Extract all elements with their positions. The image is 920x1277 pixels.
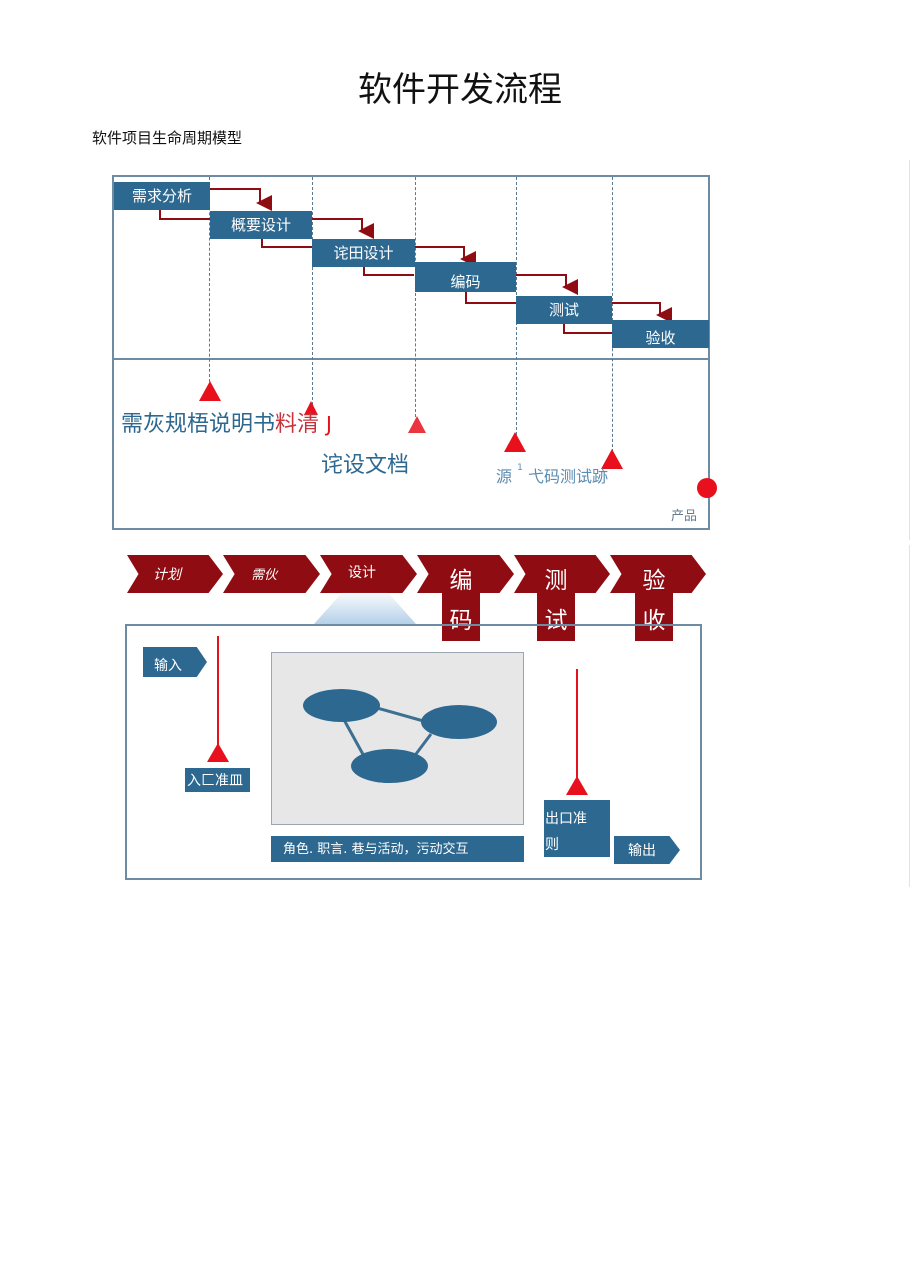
- phase-detailed-design: 诧田设计: [312, 239, 415, 267]
- deliverable-text: J: [326, 412, 332, 436]
- input-arrow: 输入: [143, 647, 207, 677]
- chevron-design: 设计: [320, 555, 417, 593]
- phase-requirements: 需求分析: [114, 182, 210, 210]
- chevron-label: 需伙: [251, 568, 278, 583]
- phase-detail-diagram: [125, 624, 702, 880]
- activity-node: [351, 749, 428, 783]
- exit-line: [576, 669, 578, 785]
- stacked-char: 测: [544, 568, 568, 594]
- phase-boundary-line: [612, 177, 613, 452]
- phase-boundary-line: [209, 177, 210, 382]
- phase-acceptance: 验收: [612, 320, 709, 348]
- deliverable-requirements-spec: 需灰规梧说明书料清 J: [121, 406, 332, 438]
- stacked-char: 编: [449, 568, 473, 594]
- deliverable-text: 源: [496, 467, 513, 486]
- exit-criteria-box: 出口准 则: [544, 800, 610, 857]
- milestone-triangle: [601, 449, 623, 469]
- entry-line: [217, 636, 219, 754]
- product-dot: [697, 478, 717, 498]
- milestone-triangle: [408, 416, 426, 433]
- deliverable-text: 料清: [275, 412, 320, 437]
- chevron-plan: 计划: [127, 555, 223, 593]
- activity-node: [421, 705, 497, 739]
- activity-node: [303, 689, 380, 722]
- milestone-triangle: [304, 401, 318, 415]
- phase-testing: 测试: [516, 296, 612, 324]
- phase-coding: 编码: [415, 262, 516, 292]
- stacked-label-acceptance: 验 收: [635, 561, 673, 641]
- stacked-char: 码: [449, 608, 473, 634]
- exit-triangle: [566, 776, 588, 795]
- milestone-triangle: [504, 432, 526, 452]
- page-edge-line: [909, 545, 910, 887]
- milestone-triangle: [199, 381, 221, 401]
- output-arrow: 输出: [614, 836, 680, 864]
- stacked-char: 试: [544, 608, 568, 634]
- exit-criteria-text: 则: [545, 837, 559, 853]
- deliverable-text: 1: [517, 463, 523, 473]
- stacked-label-testing: 测 试: [537, 561, 575, 641]
- activity-network: [341, 706, 433, 759]
- stacked-label-coding: 编 码: [442, 561, 480, 641]
- exit-criteria-text: 出口准: [545, 811, 587, 827]
- deliverable-source-code: 源 1 弋码测试跡: [496, 463, 608, 487]
- focus-beam: [314, 592, 416, 624]
- deliverable-design-doc: 诧设文档: [321, 453, 410, 478]
- roles-activities-panel: [271, 652, 524, 825]
- lifecycle-diagram: [112, 175, 710, 530]
- roles-caption: 角色. 职言. 巷与活动，污动交互: [271, 836, 524, 862]
- lifecycle-divider: [112, 358, 710, 360]
- entry-triangle: [207, 743, 229, 762]
- chevron-label: 设计: [348, 565, 376, 581]
- stacked-char: 验: [642, 568, 666, 594]
- phase-high-level-design: 概要设计: [210, 211, 312, 239]
- entry-criteria-box: 入匚准皿: [185, 768, 250, 792]
- phase-boundary-line: [312, 177, 313, 405]
- deliverable-text: 需灰规梧说明书: [121, 412, 276, 437]
- chevron-requirements: 需伙: [223, 555, 320, 593]
- stacked-char: 收: [642, 608, 666, 634]
- phase-boundary-line: [415, 177, 416, 417]
- page-edge-line: [909, 160, 910, 540]
- deliverable-text: 弋码测试跡: [527, 467, 608, 486]
- section-subtitle: 软件项目生命周期模型: [92, 129, 243, 147]
- chevron-label: 计划: [153, 567, 181, 583]
- page-title: 软件开发流程: [358, 70, 562, 110]
- product-label: 产品: [671, 509, 698, 524]
